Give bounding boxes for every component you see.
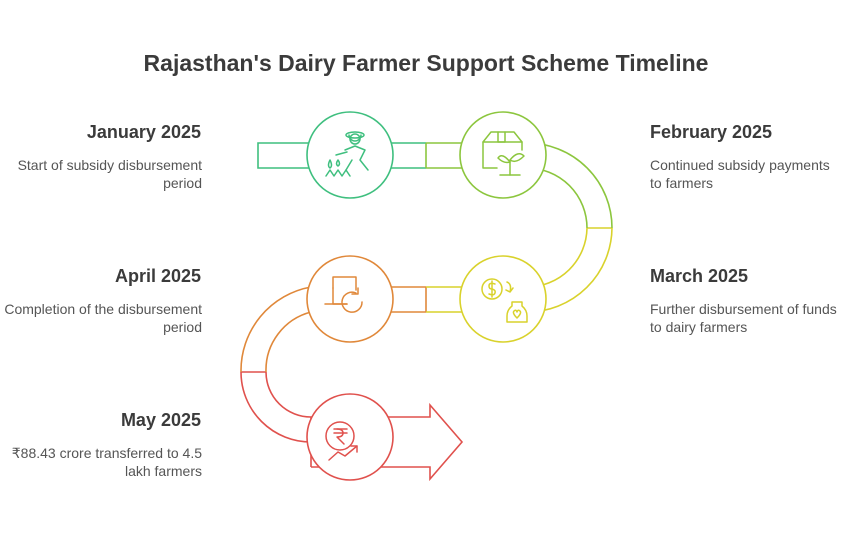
band-april	[240, 255, 427, 373]
step-desc-march: Further disbursement of funds to dairy f…	[650, 301, 837, 335]
step-title-april: April 2025	[114, 266, 201, 286]
step-title-february: February 2025	[650, 122, 773, 142]
band-may	[240, 371, 464, 482]
cycle-complete-icon	[324, 276, 363, 313]
band-january	[257, 111, 426, 199]
band-february	[425, 111, 613, 229]
step-desc-april: Completion of the disbursement period	[4, 301, 202, 335]
band-march	[426, 227, 613, 343]
rupee-growth-icon	[325, 421, 358, 461]
diagram-title: Rajasthan's Dairy Farmer Support Scheme …	[143, 50, 709, 76]
farmer-icon	[325, 131, 369, 177]
money-milk-icon	[481, 278, 528, 323]
box-sprout-icon	[482, 131, 525, 176]
step-title-january: January 2025	[86, 122, 201, 142]
step-desc-may: ₹88.43 crore transferred to 4.5 lakh far…	[11, 445, 202, 479]
step-title-march: March 2025	[650, 266, 749, 286]
step-desc-january: Start of subsidy disbursement period	[17, 157, 202, 191]
step-desc-february: Continued subsidy payments to farmers	[650, 157, 830, 191]
step-title-may: May 2025	[120, 410, 201, 430]
